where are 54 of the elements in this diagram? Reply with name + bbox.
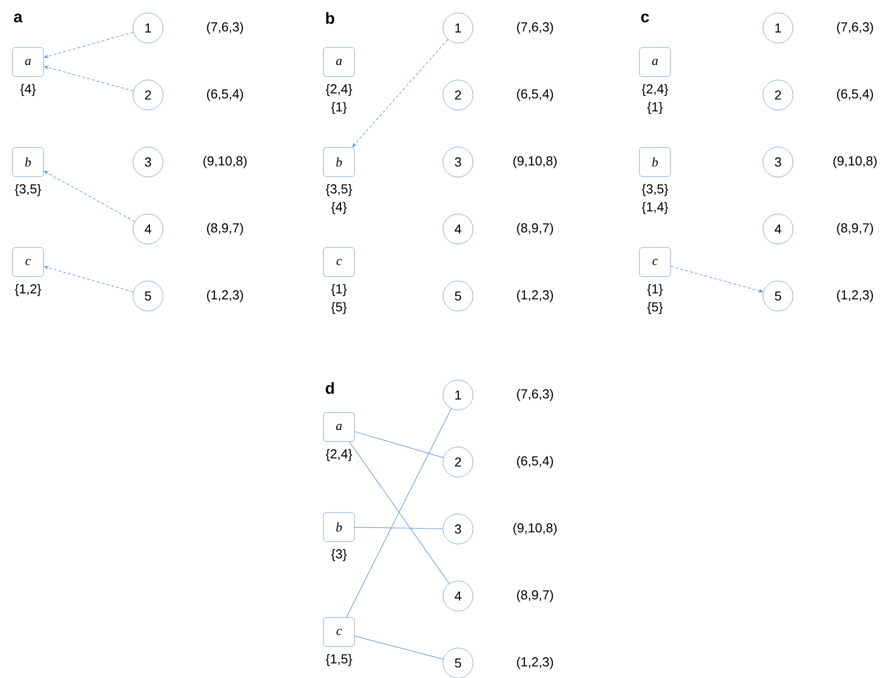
set-label: {1} bbox=[331, 284, 347, 296]
set-label: {4} bbox=[331, 202, 347, 214]
set-label: {2,4} bbox=[326, 448, 352, 462]
variable-box: c bbox=[639, 247, 671, 277]
variable-box: c bbox=[323, 617, 355, 647]
set-label: {3,5} bbox=[642, 184, 668, 196]
panel-letter: c bbox=[641, 14, 649, 22]
tuple-label: (8,9,7) bbox=[207, 222, 243, 236]
variable-box: b bbox=[12, 147, 44, 177]
set-label: {5} bbox=[331, 302, 347, 314]
panel-letter: a bbox=[14, 14, 23, 22]
tuple-label: (9,10,8) bbox=[833, 156, 877, 168]
tuple-label: (6,5,4) bbox=[207, 88, 243, 102]
tuple-label: (9,10,8) bbox=[513, 156, 557, 168]
tuple-label: (6,5,4) bbox=[837, 88, 873, 102]
set-label: {3,5} bbox=[326, 184, 352, 196]
tuple-label: (1,2,3) bbox=[517, 656, 553, 670]
tuple-label: (8,9,7) bbox=[517, 222, 553, 236]
variable-box: b bbox=[639, 147, 671, 177]
variable-box: a bbox=[323, 412, 355, 442]
tuple-label: (8,9,7) bbox=[837, 222, 873, 236]
variable-box: a bbox=[639, 47, 671, 77]
panel-letter: d bbox=[326, 382, 334, 394]
tuple-label: (6,5,4) bbox=[517, 456, 553, 468]
panel-letter: b bbox=[326, 12, 334, 24]
tuple-label: (9,10,8) bbox=[203, 156, 247, 168]
variable-box: a bbox=[323, 47, 355, 77]
set-label: {3,5} bbox=[14, 184, 42, 196]
set-label: {1} bbox=[331, 102, 347, 114]
tuple-label: (1,2,3) bbox=[517, 290, 553, 302]
set-label: {5} bbox=[647, 302, 663, 314]
tuple-label: (6,5,4) bbox=[517, 88, 553, 102]
tuple-label: (1,2,3) bbox=[207, 290, 243, 302]
set-label: {1} bbox=[647, 102, 663, 114]
tuple-label: (8,9,7) bbox=[517, 590, 553, 602]
tuple-label: (7,6,3) bbox=[207, 22, 243, 34]
set-label: {1,5} bbox=[326, 654, 352, 666]
set-label: {1,4} bbox=[642, 202, 668, 214]
set-label: {1,2} bbox=[14, 284, 42, 296]
tuple-label: (1,2,3) bbox=[837, 290, 873, 302]
set-label: {2,4} bbox=[642, 84, 668, 96]
set-label: {2,4} bbox=[326, 84, 352, 96]
tuple-label: (7,6,3) bbox=[837, 22, 873, 34]
set-label: {1} bbox=[647, 284, 663, 296]
tuple-label: (7,6,3) bbox=[517, 388, 553, 402]
tuple-label: (7,6,3) bbox=[517, 22, 553, 34]
set-label: {3} bbox=[331, 548, 347, 562]
variable-box: a bbox=[12, 47, 44, 77]
variable-box: b bbox=[323, 512, 355, 542]
variable-box: b bbox=[323, 147, 355, 177]
variable-box: c bbox=[12, 247, 44, 277]
variable-box: c bbox=[323, 247, 355, 277]
tuple-label: (9,10,8) bbox=[513, 522, 557, 536]
set-label: {4} bbox=[20, 84, 36, 96]
